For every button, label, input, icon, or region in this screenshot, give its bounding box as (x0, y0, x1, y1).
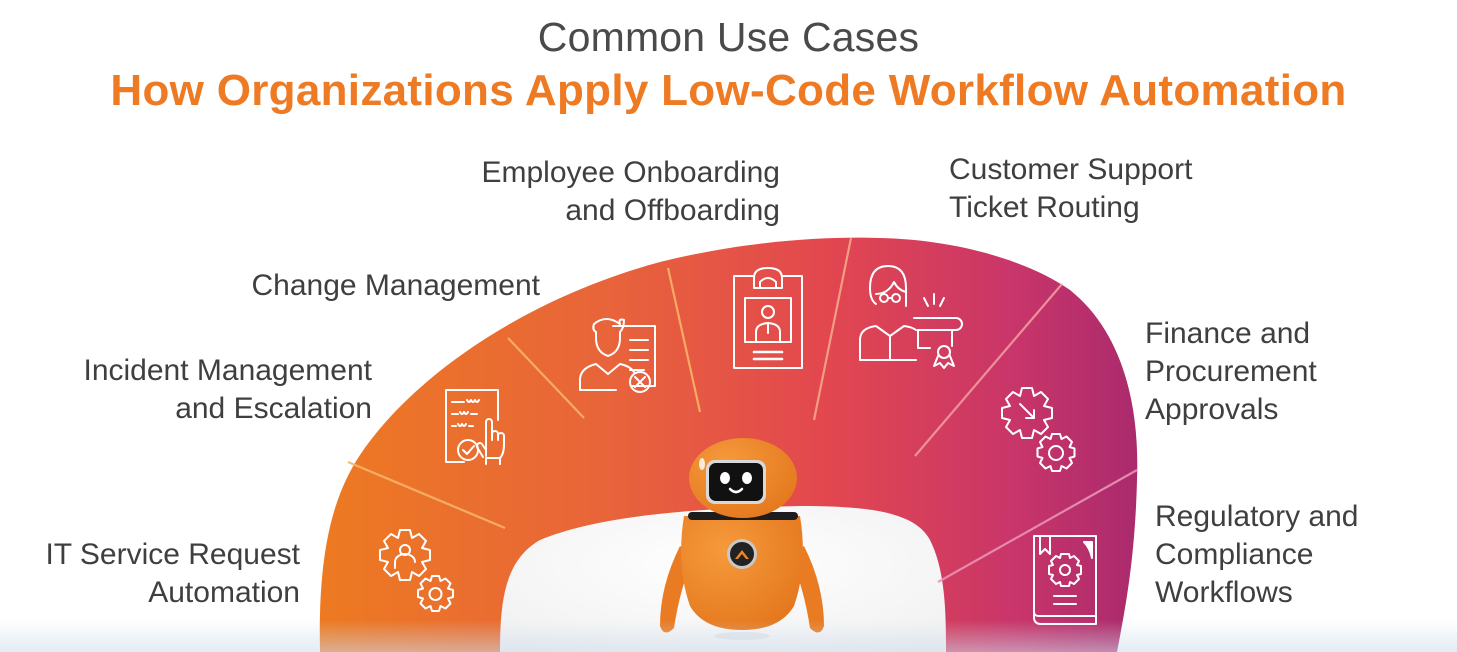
gears-arrow-icon (1001, 387, 1076, 472)
gears-person-icon (379, 529, 454, 612)
id-badge-icon (733, 267, 803, 369)
label-onboarding: Employee Onboarding and Offboarding (481, 156, 780, 227)
robot-mascot (660, 438, 824, 640)
label-it-service: IT Service Request Automation (45, 538, 300, 609)
book-gear-icon (1033, 535, 1097, 625)
checklist-hand-icon (445, 389, 505, 465)
label-finance: Finance and Procurement Approvals (1145, 317, 1317, 426)
page-subtitle: How Organizations Apply Low-Code Workflo… (110, 66, 1347, 115)
label-change: Change Management (251, 269, 540, 302)
label-incident: Incident Management and Escalation (83, 354, 372, 425)
label-support: Customer Support Ticket Routing (949, 153, 1193, 224)
label-regulatory: Regulatory and Compliance Workflows (1155, 500, 1359, 609)
agent-certificate-icon (859, 265, 963, 369)
page-title: Common Use Cases (537, 14, 920, 60)
arc-dividers (347, 237, 1138, 583)
person-document-cancel-icon (579, 318, 656, 393)
